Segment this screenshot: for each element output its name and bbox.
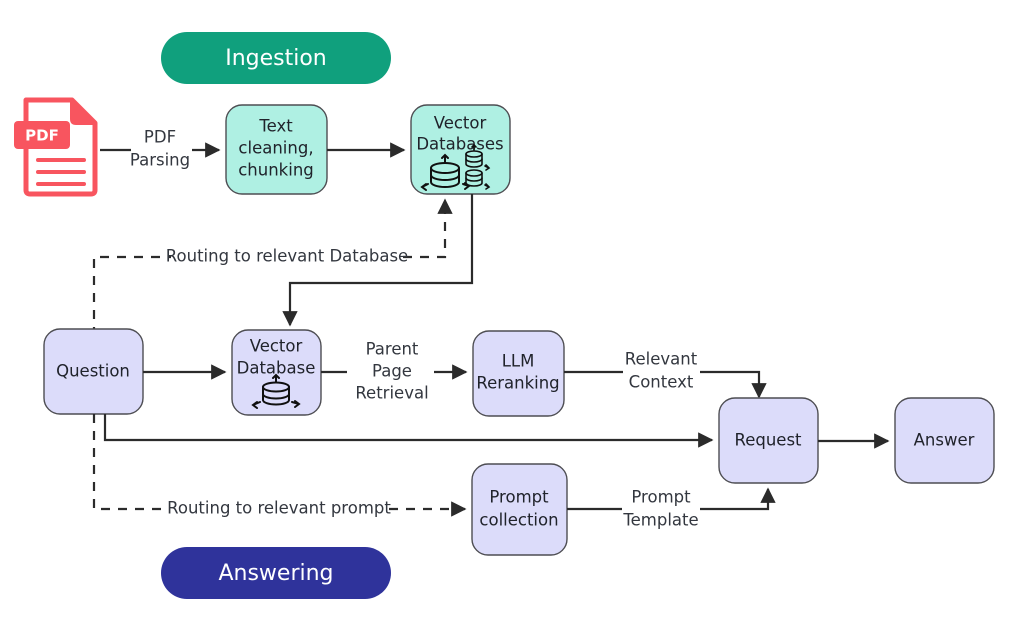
node-answer[interactable]: Answer [894,397,995,484]
prompt-template-line-right [700,487,776,511]
prompt-collection-label-line-2: collection [479,511,558,530]
ingestion-pill-shape [161,32,391,84]
node-request[interactable]: Request [718,397,819,484]
llm-reranking-label-line-1: LLM [502,352,535,371]
vector-databases-label-line-1: Vector [434,114,487,133]
llm-reranking-box[interactable] [472,330,565,417]
node-prompt-collection[interactable]: Prompt collection [471,463,568,556]
routing-to-prompt-path-left [92,414,168,511]
answering-pill-shape [161,547,391,599]
answering-pill-label: Answering [218,561,333,586]
phase-pill-ingestion: Ingestion [161,32,391,84]
edge-prompt-template: Prompt Template [567,487,776,530]
pdf-parsing-label-line-2: Parsing [130,151,190,170]
node-question[interactable]: Question [43,328,144,415]
prompt-template-label-line-2: Template [622,511,698,530]
text-cleaning-label-line-1: Text [258,117,293,136]
vector-database-label-line-1: Vector [250,337,303,356]
relevant-context-label-line-1: Relevant [625,350,698,369]
question-label: Question [56,362,130,381]
relevant-context-line-right [700,370,767,399]
ingestion-pill-label: Ingestion [225,46,327,71]
prompt-collection-label-line-1: Prompt [489,488,549,507]
node-vector-databases[interactable]: Vector Databases [410,104,511,195]
edge-routing-to-database: Routing to relevant Database [92,198,453,336]
node-llm-reranking[interactable]: LLM Reranking [472,330,565,417]
edge-pdf-parsing: PDF Parsing [100,128,221,170]
node-vector-database[interactable]: Vector Database [231,329,322,416]
prompt-template-label-line-1: Prompt [631,488,691,507]
pdf-badge-shape [14,121,70,149]
routing-to-database-path-left [92,255,171,336]
edge-routing-to-prompt: Routing to relevant prompt [92,414,467,518]
pdf-badge-label: PDF [25,127,59,145]
routing-to-database-path-right [403,198,453,259]
edge-vector-databases-to-vector-database [282,194,474,327]
node-text-cleaning[interactable]: Text cleaning, chunking [225,104,328,195]
edge-question-to-request [103,414,714,448]
vector-databases-glyph [420,143,491,191]
pdf-page-fold [70,98,97,125]
llm-reranking-label-line-2: Reranking [476,374,559,393]
pdf-file-icon: PDF [14,97,98,197]
vector-database-label-line-2: Database [237,359,316,378]
edge-relevant-context: Relevant Context [564,350,767,399]
routing-to-prompt-label: Routing to relevant prompt [167,499,391,518]
pdf-text-lines [36,158,86,186]
vector-database-glyph [251,373,301,409]
answer-box[interactable] [894,397,995,484]
vector-databases-label-line-2: Databases [416,135,503,154]
phase-pill-answering: Answering [161,547,391,599]
parent-page-retrieval-label-line-1: Parent [366,340,419,359]
edge-parent-page-retrieval: Parent Page Retrieval [321,340,468,403]
text-cleaning-label-line-2: cleaning, [238,139,313,158]
text-cleaning-label-line-3: chunking [238,161,314,180]
pdf-parsing-label-line-1: PDF [144,128,176,147]
prompt-collection-box[interactable] [471,463,568,556]
parent-page-retrieval-label-line-3: Retrieval [355,384,428,403]
routing-to-database-label: Routing to relevant Database [166,247,408,266]
relevant-context-label-line-2: Context [629,373,694,392]
request-label: Request [734,431,802,450]
answer-label: Answer [914,431,975,450]
parent-page-retrieval-label-line-2: Page [372,362,412,381]
